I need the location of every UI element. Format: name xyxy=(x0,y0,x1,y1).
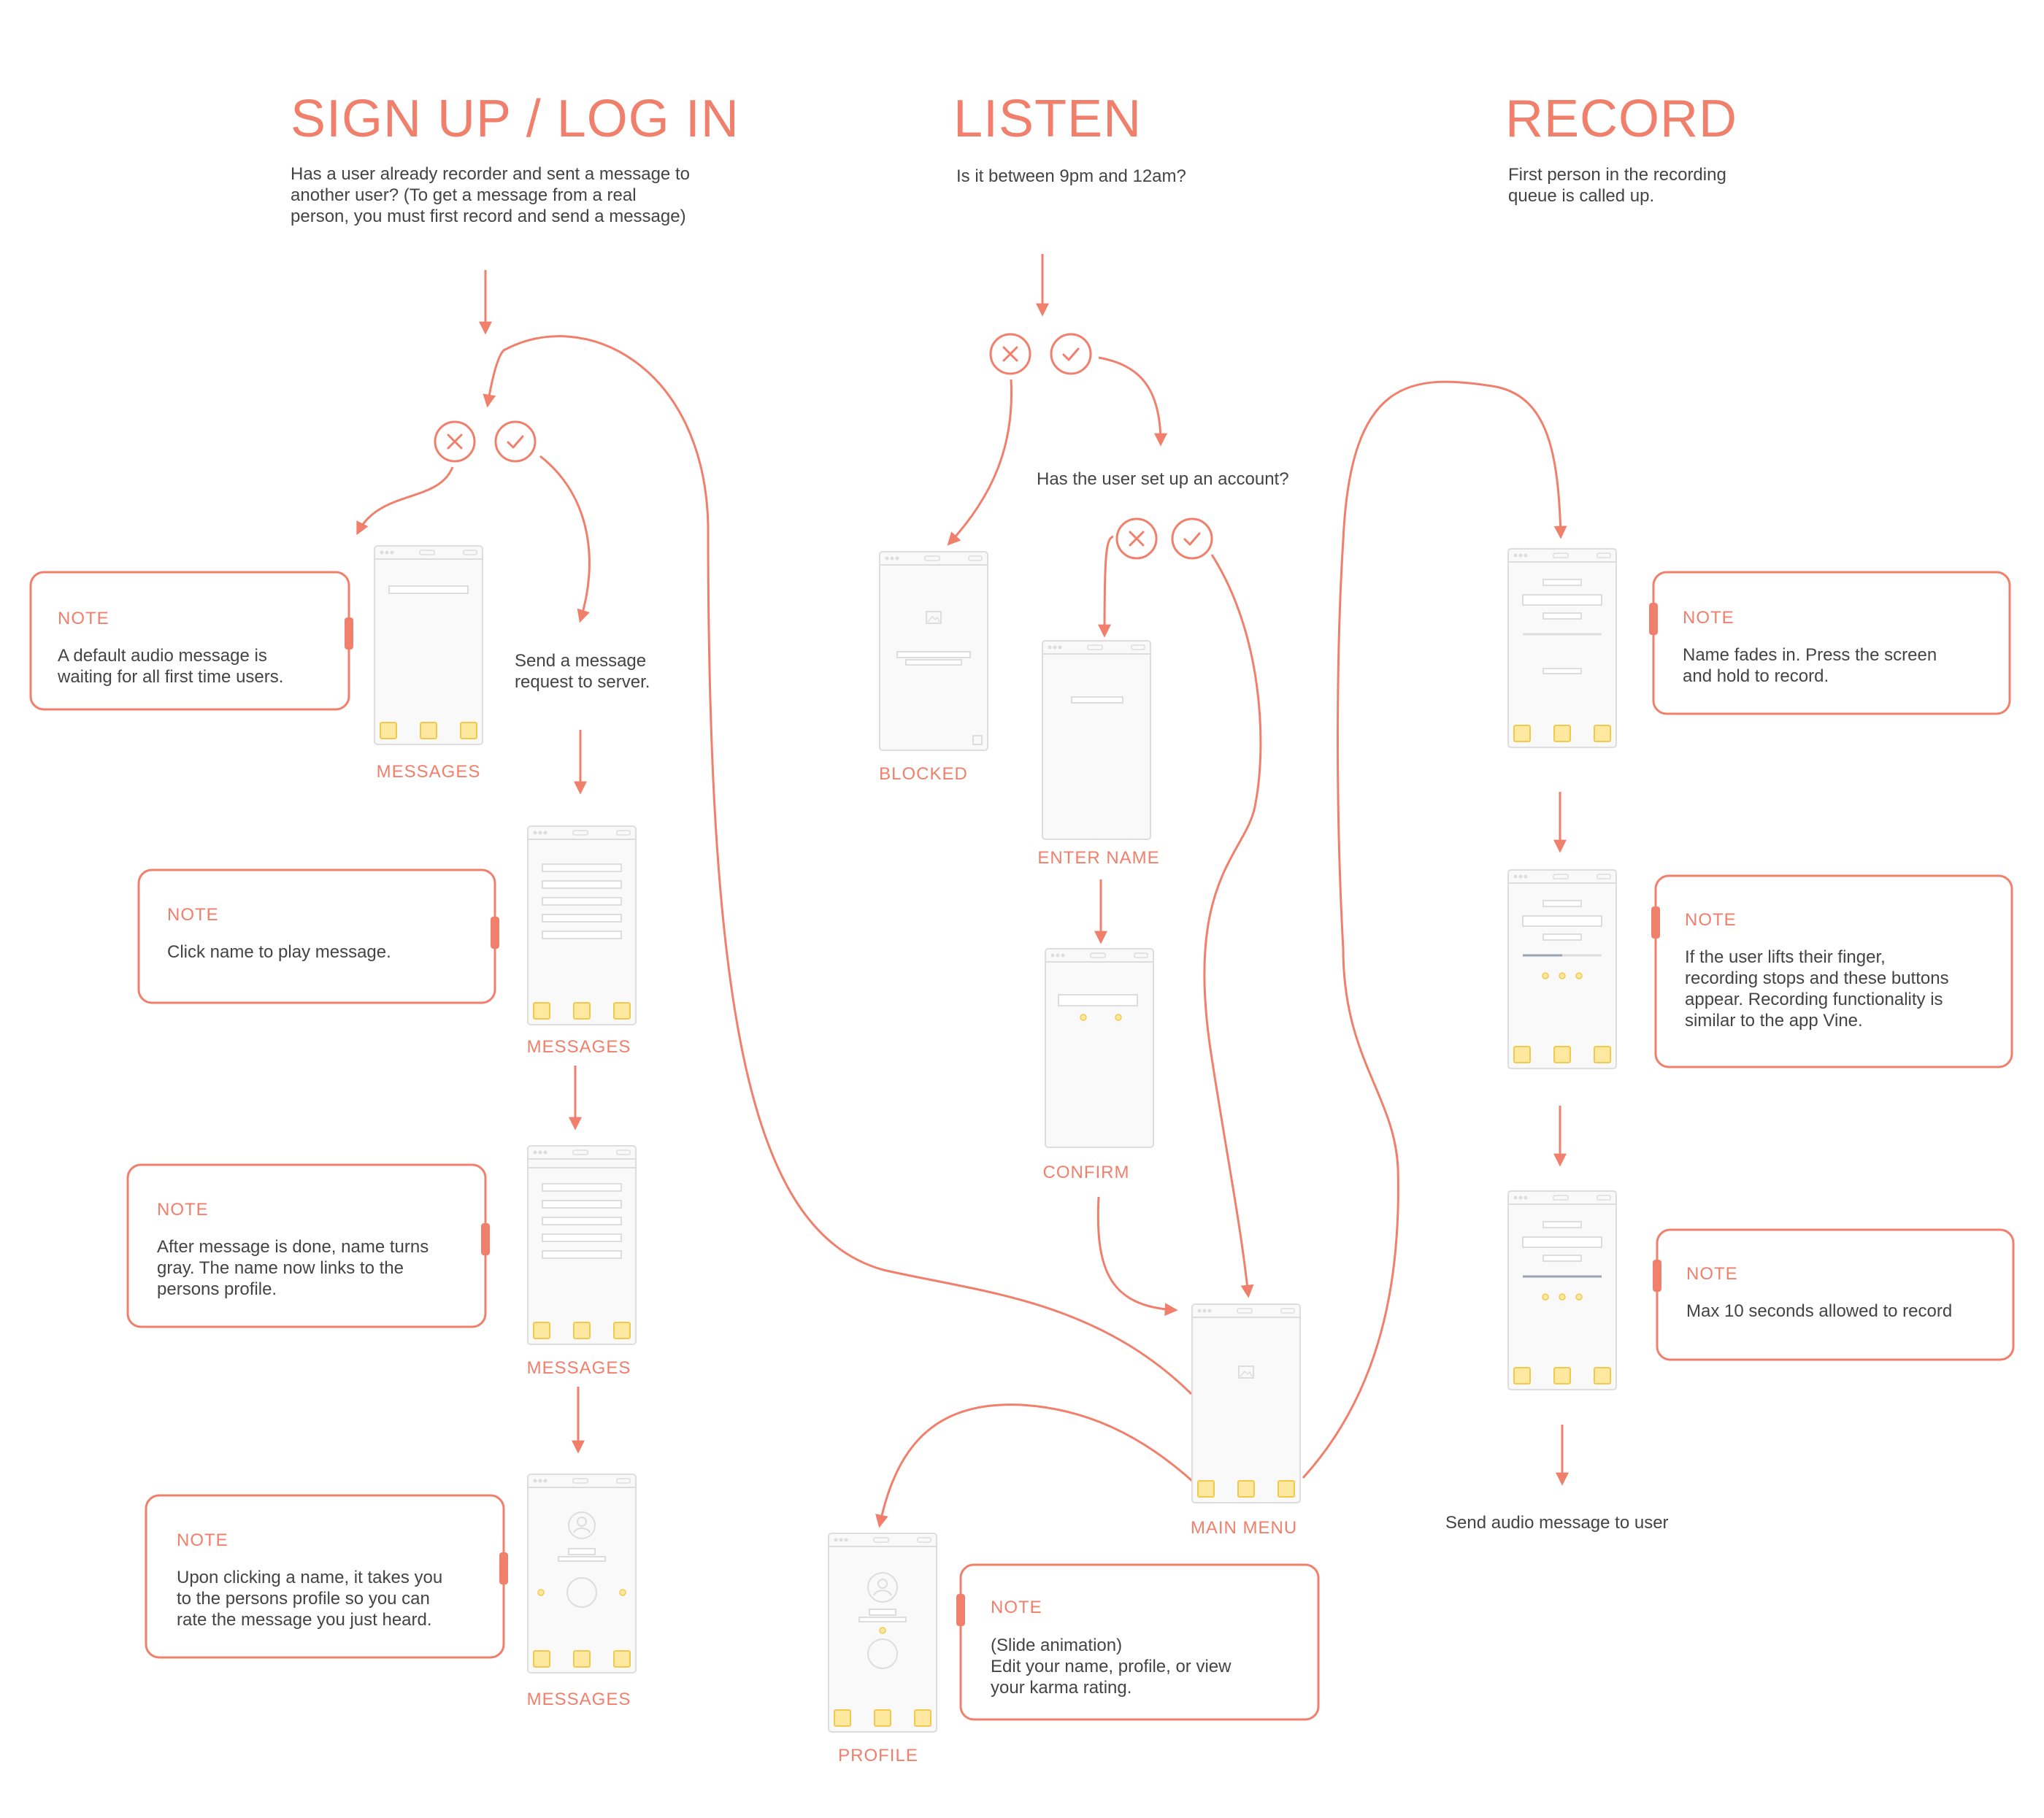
note-body: Click name to play message. xyxy=(167,942,391,962)
note-body: A default audio message is waiting for a… xyxy=(57,646,283,687)
decision-yes xyxy=(1171,517,1213,560)
note-head: NOTE xyxy=(1685,910,1737,930)
record-title: RECORD xyxy=(1505,90,1737,148)
phone-confirm xyxy=(1045,948,1154,1148)
phone-messages-2 xyxy=(527,825,637,1025)
screen-label-main-menu: MAIN MENU xyxy=(1191,1518,1297,1538)
listen-title: LISTEN xyxy=(953,90,1142,148)
note-body: Name fades in. Press the screen and hold… xyxy=(1683,645,1942,686)
decision-no xyxy=(989,333,1031,375)
note-body: After message is done, name turns gray. … xyxy=(157,1237,434,1299)
phone-messages-4 xyxy=(527,1474,637,1673)
flow-connectors xyxy=(356,254,1569,1528)
note-body: Upon clicking a name, it takes you to th… xyxy=(177,1568,447,1630)
decision-yes xyxy=(1050,333,1092,375)
signup-question: Has a user already recorder and sent a m… xyxy=(291,164,695,226)
note-max-seconds: NOTE Max 10 seconds allowed to record xyxy=(1653,1228,2015,1361)
note-head: NOTE xyxy=(1683,608,1734,628)
note-head: NOTE xyxy=(177,1530,228,1550)
note-lifts-finger: NOTE If the user lifts their finger, rec… xyxy=(1651,874,2013,1068)
phone-record-3 xyxy=(1507,1190,1617,1390)
note-name-fades: NOTE Name fades in. Press the screen and… xyxy=(1649,571,2011,715)
screen-label-profile: PROFILE xyxy=(838,1746,918,1765)
note-body: If the user lifts their finger, recordin… xyxy=(1685,947,1953,1031)
phone-record-2 xyxy=(1507,869,1617,1069)
screen-label-messages: MESSAGES xyxy=(527,1037,631,1057)
screen-label-messages: MESSAGES xyxy=(527,1358,631,1378)
check-icon xyxy=(507,435,524,449)
image-placeholder-icon xyxy=(1238,1366,1254,1379)
listen-question: Is it between 9pm and 12am? xyxy=(956,166,1186,186)
decision-yes xyxy=(494,420,537,463)
image-placeholder-icon xyxy=(926,611,942,624)
note-name-gray: NOTE After message is done, name turns g… xyxy=(126,1163,490,1328)
send-audio-text: Send audio message to user xyxy=(1445,1513,1669,1533)
user-avatar-icon xyxy=(568,1511,596,1539)
x-icon xyxy=(1002,346,1018,362)
record-question: First person in the recording queue is c… xyxy=(1508,165,1731,206)
x-icon xyxy=(1129,531,1145,547)
signup-title: SIGN UP / LOG IN xyxy=(291,90,739,148)
phone-messages-3 xyxy=(527,1145,637,1345)
phone-blocked xyxy=(879,551,988,751)
note-head: NOTE xyxy=(991,1598,1042,1617)
note-head: NOTE xyxy=(167,905,219,925)
phone-messages-1 xyxy=(374,545,483,745)
x-icon xyxy=(447,434,463,450)
check-icon xyxy=(1183,532,1201,546)
screen-label-messages: MESSAGES xyxy=(377,762,481,782)
phone-enter-name xyxy=(1042,640,1151,840)
phone-record-1 xyxy=(1507,548,1617,748)
note-head: NOTE xyxy=(1686,1264,1738,1284)
decision-no xyxy=(434,420,476,463)
send-request-text: Send a message request to server. xyxy=(515,651,651,692)
note-head: NOTE xyxy=(58,609,110,628)
note-head: NOTE xyxy=(157,1200,209,1220)
phone-profile xyxy=(828,1533,937,1733)
screen-label-enter-name: ENTER NAME xyxy=(1037,848,1159,868)
phone-main-menu xyxy=(1191,1303,1301,1503)
note-body: (Slide animation) Edit your name, profil… xyxy=(991,1636,1236,1698)
check-icon xyxy=(1062,347,1080,361)
note-body: Max 10 seconds allowed to record xyxy=(1686,1301,1952,1321)
user-avatar-icon xyxy=(867,1572,898,1603)
account-question: Has the user set up an account? xyxy=(1037,469,1289,489)
note-clicking-name: NOTE Upon clicking a name, it takes you … xyxy=(145,1494,508,1659)
note-default-audio: NOTE A default audio message is waiting … xyxy=(29,571,353,711)
screen-label-messages: MESSAGES xyxy=(527,1690,631,1709)
note-slide-animation: NOTE (Slide animation) Edit your name, p… xyxy=(956,1563,1320,1721)
note-click-name: NOTE Click name to play message. xyxy=(137,868,499,1004)
decision-no xyxy=(1115,517,1158,560)
screen-label-confirm: CONFIRM xyxy=(1043,1163,1130,1182)
screen-label-blocked: BLOCKED xyxy=(879,764,968,784)
